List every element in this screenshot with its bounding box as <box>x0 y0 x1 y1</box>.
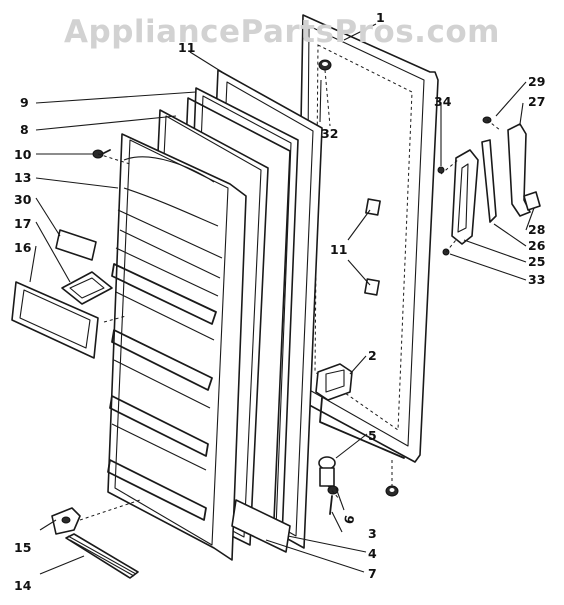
callout-2: 2 <box>368 348 377 363</box>
door-liner <box>107 133 247 561</box>
callout-29: 29 <box>528 74 545 89</box>
callout-5: 5 <box>368 428 377 443</box>
callout-14: 14 <box>14 578 32 593</box>
callout-1: 1 <box>376 10 385 25</box>
butter-tray <box>61 271 113 305</box>
callout-6: 6 <box>341 514 357 525</box>
handle-cover <box>451 149 479 245</box>
callout-28: 28 <box>528 222 545 237</box>
callout-13: 13 <box>14 170 31 185</box>
bottom-strip <box>65 533 139 579</box>
callout-7: 7 <box>368 566 377 581</box>
callout-8: 8 <box>20 122 29 137</box>
callout-27: 27 <box>528 94 545 109</box>
callout-11-panel: 11 <box>330 242 347 257</box>
callout-11-top: 11 <box>178 40 195 55</box>
watermark: AppliancePartsPros.com <box>64 14 500 50</box>
label-card <box>55 229 97 261</box>
hinge-cam <box>51 507 81 535</box>
leader-lines <box>29 23 535 575</box>
handle-insert <box>523 191 541 211</box>
callout-labels: 1 11 9 8 10 13 30 17 16 32 11 2 5 6 3 4 … <box>14 10 546 593</box>
callout-30: 30 <box>14 192 32 207</box>
washer-panel <box>385 485 399 497</box>
door-stop-bracket <box>315 363 405 459</box>
callout-17: 17 <box>14 216 31 231</box>
callout-33: 33 <box>528 272 545 287</box>
hole-plug-32 <box>318 59 332 71</box>
screw-10 <box>92 149 111 159</box>
callout-3: 3 <box>368 526 377 541</box>
liner-shelves <box>107 156 223 521</box>
callout-25: 25 <box>528 254 545 269</box>
callout-4: 4 <box>368 546 377 561</box>
shelf-retainer <box>11 281 99 359</box>
bottom-trim <box>231 499 291 553</box>
alignment-lines <box>79 69 501 521</box>
callout-9: 9 <box>20 95 29 110</box>
callout-32: 32 <box>321 126 338 141</box>
callout-34: 34 <box>434 94 452 109</box>
screw-34 <box>437 166 445 174</box>
callout-16: 16 <box>14 240 32 255</box>
callout-10: 10 <box>14 147 32 162</box>
hinge-pin-assembly <box>318 456 339 515</box>
handle-trim <box>481 139 497 223</box>
callout-26: 26 <box>528 238 546 253</box>
callout-15: 15 <box>14 540 31 555</box>
